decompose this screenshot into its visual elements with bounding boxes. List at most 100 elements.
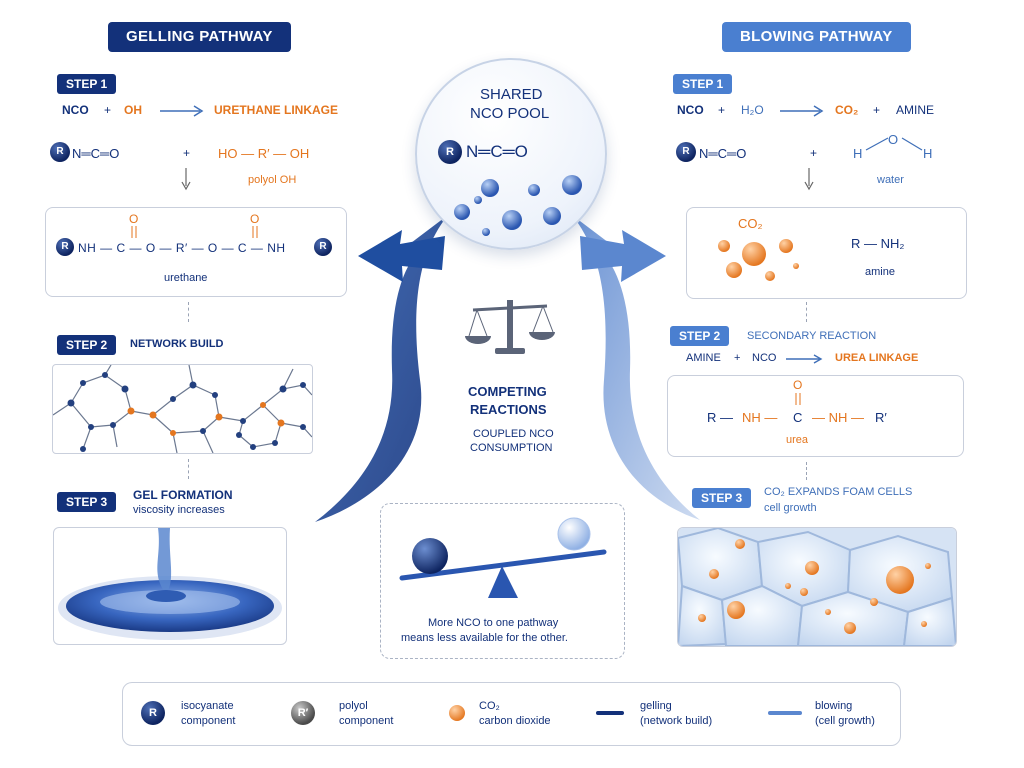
isocyanate-formula: N═C═O [72, 146, 120, 161]
legend-blowing-2: (cell growth) [815, 715, 875, 727]
gelling-eq-plus: + [104, 103, 112, 117]
network-box [52, 364, 313, 454]
legend-isocyanate-icon: R [141, 701, 165, 725]
pool-title-2: NCO POOL [470, 105, 550, 122]
gelling-flow-arrow [315, 215, 448, 522]
legend-gelling-2: (network build) [640, 715, 713, 727]
blowing-eq-product1: CO₂ [835, 103, 859, 117]
foam-box [677, 527, 957, 647]
legend-gelling-line [596, 711, 624, 715]
gelling-step1-badge: STEP 1 [57, 74, 117, 94]
gelling-eq-reactant: OH [124, 103, 142, 117]
seesaw-image [399, 517, 607, 598]
blowing-step1-badge: STEP 1 [673, 74, 733, 94]
legend-co2-2: carbon dioxide [479, 715, 551, 727]
co2-bubbles [718, 239, 799, 281]
legend-gelling-1: gelling [640, 700, 672, 712]
water-h-left: H [853, 146, 863, 161]
blowing-connector-2 [806, 462, 807, 480]
blowing-flow-arrow [572, 215, 700, 520]
urethane-box [45, 207, 347, 297]
gel-image [58, 528, 282, 640]
note-1: More NCO to one pathway [428, 617, 559, 629]
blowing-step2-eq-left: AMINE [686, 352, 721, 364]
blowing-eq-left: NCO [677, 103, 704, 117]
gelling-eq-left: NCO [62, 103, 89, 117]
pool-bubbles [454, 175, 582, 236]
urea-r2: R′ [875, 410, 887, 425]
blowing-isocyanate-r-node: R [676, 142, 696, 162]
urea-nh1: NH — [742, 410, 778, 425]
blowing-connector-1 [806, 302, 807, 322]
urethane-double-bonds [131, 226, 258, 238]
gelling-eq-arrow [160, 105, 204, 117]
blowing-arrowhead [580, 230, 666, 282]
legend-polyol-1: polyol [339, 700, 368, 712]
legend-blowing-line [768, 711, 802, 715]
legend-isocyanate-1: isocyanate [181, 700, 234, 712]
co2-box-label: CO₂ [738, 216, 763, 231]
urethane-r-left: R [56, 238, 74, 256]
urea-c: C [793, 410, 803, 425]
gelling-step2-label: NETWORK BUILD [130, 338, 224, 350]
urea-nh2: — NH — [812, 410, 864, 425]
polymer-network-image [53, 365, 312, 453]
polyol-label: polyol OH [248, 174, 297, 186]
balance-scale-icon [465, 300, 555, 354]
competing-2: REACTIONS [470, 402, 547, 417]
coupled-1: COUPLED NCO [473, 428, 554, 440]
water-label: water [877, 174, 904, 186]
blowing-isocyanate-formula: N═C═O [699, 146, 747, 161]
coupled-2: CONSUMPTION [470, 442, 553, 454]
urea-box [667, 375, 964, 457]
blowing-step3-badge: STEP 3 [692, 488, 752, 508]
blowing-step2-arrow [786, 354, 823, 364]
blowing-down-arrow-1 [804, 168, 814, 191]
water-o: O [888, 132, 899, 147]
blowing-title: BLOWING PATHWAY [722, 22, 911, 52]
gelling-connector-1 [188, 302, 189, 322]
blowing-eq-plus-2: + [873, 103, 881, 117]
gelling-title: GELLING PATHWAY [108, 22, 291, 52]
gel-box [53, 527, 287, 645]
foam-cells-image [678, 528, 956, 646]
blowing-step3-sub: cell growth [764, 502, 817, 514]
gelling-eq-product: URETHANE LINKAGE [214, 103, 339, 117]
legend-polyol-icon: R′ [291, 701, 315, 725]
pool-r-node: R [438, 140, 462, 164]
isocyanate-r-node: R [50, 142, 70, 162]
water-h-right: H [923, 146, 933, 161]
amine-label: amine [865, 266, 895, 278]
urea-double-bond [795, 393, 801, 405]
urea-label: urea [786, 434, 809, 446]
gelling-step3-label: GEL FORMATION [133, 488, 233, 502]
blowing-step2-label: SECONDARY REACTION [747, 330, 877, 342]
note-2: means less available for the other. [401, 632, 568, 644]
gelling-step3-badge: STEP 3 [57, 492, 117, 512]
legend-blowing-1: blowing [815, 700, 853, 712]
blowing-step2-badge: STEP 2 [670, 326, 730, 346]
pool-formula: N═C═O [466, 142, 528, 161]
gelling-connector-2 [188, 459, 189, 479]
legend [122, 682, 901, 746]
gelling-step3-sub: viscosity increases [133, 504, 225, 516]
urethane-o-2: O [250, 212, 260, 226]
seesaw-note-box [380, 503, 625, 659]
blowing-eq-reactant: H₂O [741, 103, 764, 117]
urea-r: R — [707, 410, 733, 425]
legend-polyol-2: component [339, 715, 394, 727]
water-molecule [865, 137, 923, 151]
blowing-step2-plus: + [734, 352, 741, 364]
blowing-eq-arrow [780, 105, 824, 117]
co2-amine-box [686, 207, 967, 299]
urethane-o-1: O [129, 212, 139, 226]
urea-o: O [793, 378, 803, 392]
gelling-arrowhead [358, 230, 445, 282]
legend-co2-icon [449, 705, 465, 721]
polyol-formula: HO — R′ — OH [218, 146, 310, 161]
urethane-r-right: R [314, 238, 332, 256]
competing-1: COMPETING [468, 384, 547, 399]
blowing-step2-eq-product: UREA LINKAGE [835, 352, 919, 364]
amine-formula: R — NH₂ [851, 236, 905, 251]
